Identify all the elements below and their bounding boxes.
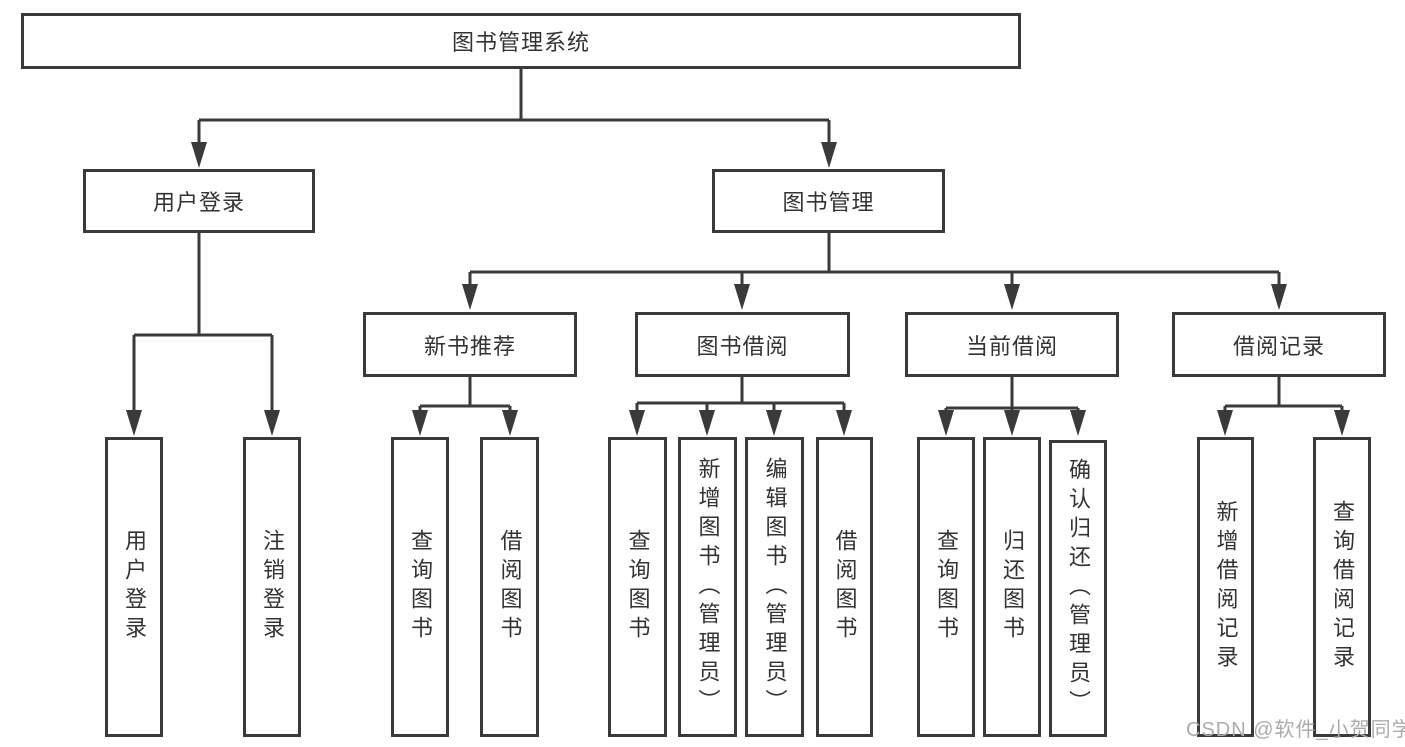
node-label: 图书管理系统 bbox=[451, 30, 590, 55]
node-book-borrowing: 图书借阅 bbox=[635, 312, 850, 377]
leaf-edit-book-admin: 编辑图书（管理员） bbox=[745, 437, 804, 737]
node-label: 编辑图书（管理员） bbox=[762, 456, 788, 718]
leaf-logout-login: 注销登录 bbox=[243, 437, 301, 737]
node-label: 新增借阅记录 bbox=[1213, 500, 1239, 674]
node-label: 查询图书 bbox=[934, 529, 959, 645]
leaf-borrow-books-2: 借阅图书 bbox=[816, 437, 873, 737]
leaf-add-book-admin: 新增图书（管理员） bbox=[678, 437, 737, 737]
leaf-query-books-2: 查询图书 bbox=[608, 437, 667, 737]
node-label: 查询借阅记录 bbox=[1330, 500, 1355, 674]
node-label: 借阅图书 bbox=[497, 529, 523, 645]
leaf-query-books-3: 查询图书 bbox=[917, 437, 975, 737]
node-book-management: 图书管理 bbox=[712, 169, 945, 233]
leaf-query-borrow-record: 查询借阅记录 bbox=[1313, 437, 1371, 737]
node-label: 用户登录 bbox=[152, 190, 245, 215]
node-label: 借阅记录 bbox=[1232, 333, 1325, 359]
node-new-book-recommendation: 新书推荐 bbox=[363, 312, 577, 377]
node-label: 借阅图书 bbox=[832, 529, 858, 645]
connector-lines bbox=[132, 69, 1344, 414]
node-label: 查询图书 bbox=[625, 529, 651, 645]
node-label: 新增图书（管理员） bbox=[695, 456, 721, 718]
node-label: 当前借阅 bbox=[965, 333, 1058, 359]
leaf-query-books: 查询图书 bbox=[391, 437, 449, 737]
leaf-return-books: 归还图书 bbox=[983, 437, 1041, 737]
node-user-login: 用户登录 bbox=[83, 169, 315, 233]
node-label: 新书推荐 bbox=[423, 333, 516, 359]
node-library-management-system: 图书管理系统 bbox=[21, 13, 1021, 69]
node-label: 查询图书 bbox=[408, 529, 433, 645]
node-label: 注销登录 bbox=[260, 529, 285, 645]
node-borrowing-records: 借阅记录 bbox=[1172, 312, 1386, 377]
node-label: 归还图书 bbox=[1000, 529, 1025, 645]
leaf-borrow-books: 借阅图书 bbox=[480, 437, 539, 737]
leaf-user-login: 用户登录 bbox=[105, 437, 163, 737]
leaf-add-borrow-record: 新增借阅记录 bbox=[1197, 437, 1254, 737]
node-label: 图书借阅 bbox=[696, 333, 789, 359]
leaf-confirm-return-admin: 确认归还（管理员） bbox=[1049, 440, 1107, 737]
node-current-borrowing: 当前借阅 bbox=[905, 312, 1119, 377]
node-label: 确认归还（管理员） bbox=[1066, 458, 1091, 719]
csdn-watermark: CSDN @软件_小贺同学 bbox=[1186, 719, 1405, 741]
node-label: 用户登录 bbox=[122, 529, 147, 645]
node-label: 图书管理 bbox=[782, 190, 875, 215]
